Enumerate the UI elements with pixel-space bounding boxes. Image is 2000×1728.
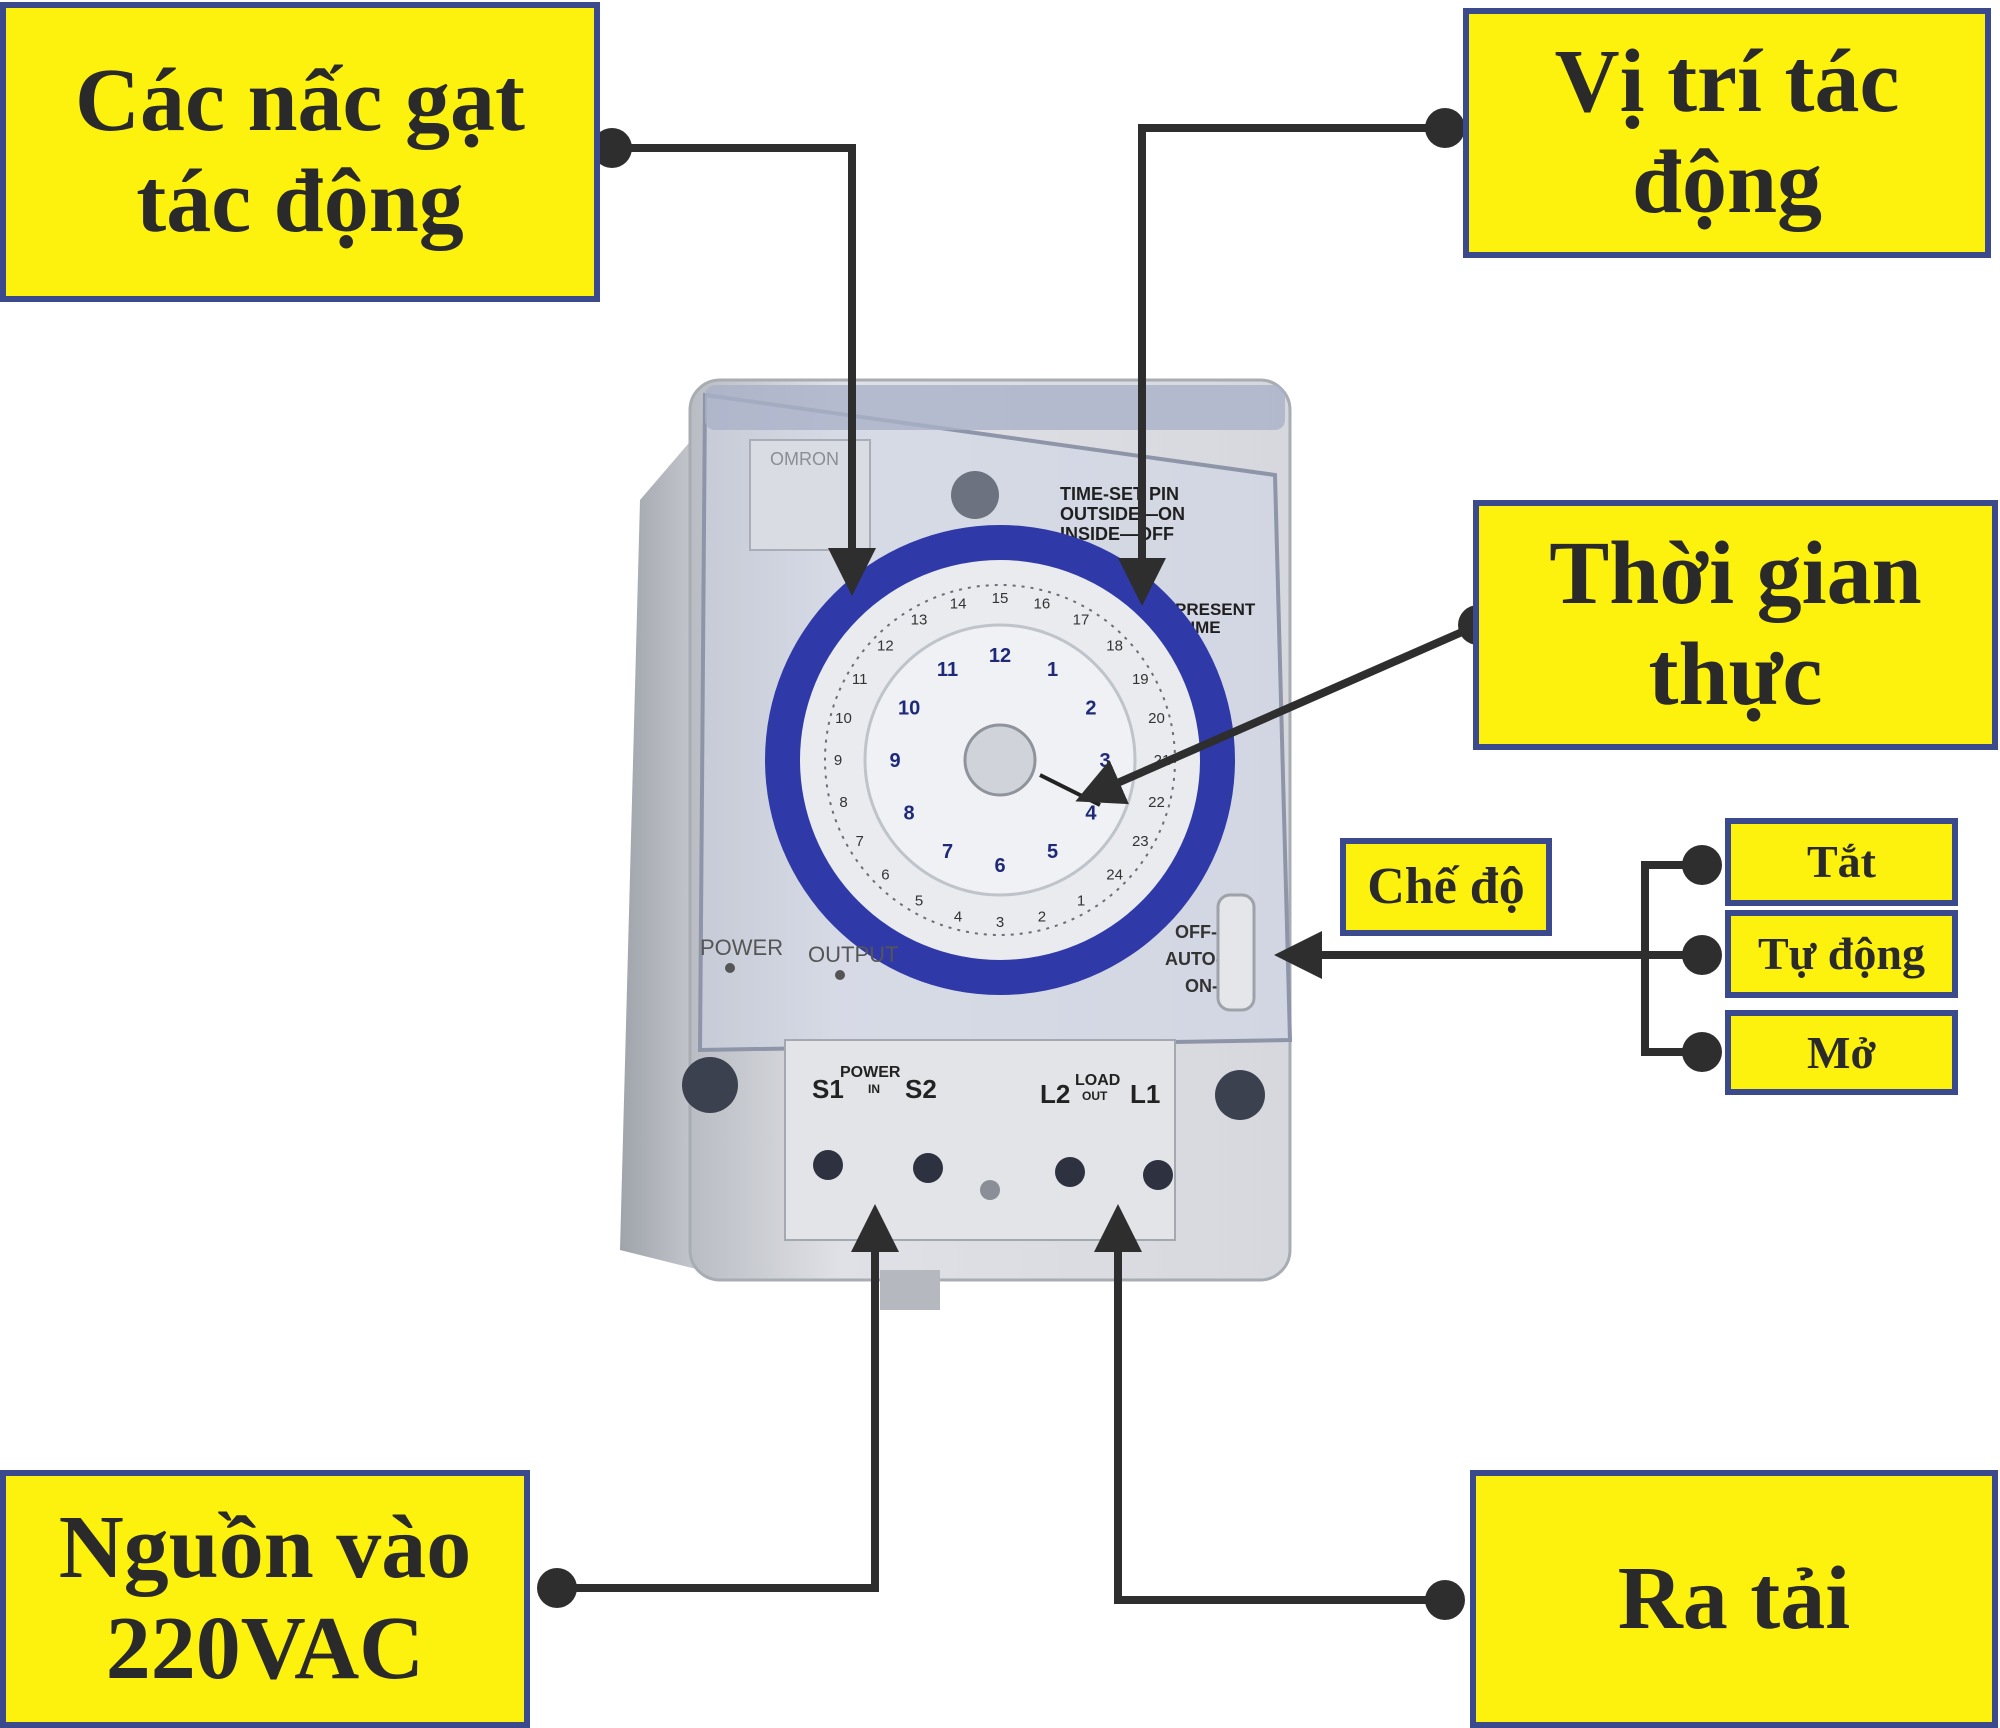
outer-number-3: 3	[996, 914, 1004, 931]
label-load-output: Ra tải	[1470, 1470, 1998, 1728]
outer-number-10: 10	[835, 710, 852, 727]
label-cam-levers-text: Các nấc gạt tác động	[75, 51, 525, 251]
outer-number-2: 2	[1038, 909, 1046, 926]
inner-number-2: 2	[1085, 698, 1096, 720]
label-on-text: Mở	[1807, 1026, 1876, 1078]
label-auto: Tự động	[1725, 910, 1958, 998]
power-led-label: POWER	[700, 935, 783, 960]
terminal-screw-l1[interactable]	[1143, 1160, 1173, 1190]
label-power-input: Nguồn vào 220VAC	[0, 1470, 530, 1728]
din-clip	[880, 1270, 940, 1310]
inner-number-6: 6	[994, 855, 1005, 877]
inner-number-10: 10	[898, 698, 920, 720]
outer-number-8: 8	[839, 794, 847, 811]
outer-number-20: 20	[1148, 710, 1165, 727]
terminal-power-title: POWER	[840, 1064, 901, 1081]
terminal-screw-l2[interactable]	[1055, 1157, 1085, 1187]
mode-switch-labels: OFF- AUTO- ON-	[1165, 922, 1222, 996]
label-auto-text: Tự động	[1758, 928, 1925, 980]
outer-number-23: 23	[1132, 833, 1149, 850]
dot-auto	[1682, 935, 1722, 975]
present-time-line-1: PRESENT	[1175, 600, 1256, 619]
outer-number-1: 1	[1077, 892, 1085, 909]
terminal-load-sub: OUT	[1082, 1089, 1108, 1103]
outer-number-6: 6	[881, 867, 889, 884]
dial-knob[interactable]	[963, 723, 1037, 797]
label-real-time-text: Thời gian thực	[1549, 524, 1922, 724]
label-actuation-position: Vị trí tác động	[1463, 8, 1991, 258]
outer-number-4: 4	[954, 909, 962, 926]
switch-auto-label: AUTO-	[1165, 949, 1222, 969]
dot-actuation-position	[1425, 108, 1465, 148]
label-off-text: Tắt	[1807, 836, 1876, 888]
output-led-label: OUTPUT	[808, 942, 898, 967]
outer-number-15: 15	[992, 590, 1009, 607]
connector-power-input	[557, 1204, 899, 1592]
dot-power-input	[537, 1568, 577, 1608]
outer-number-7: 7	[856, 833, 864, 850]
label-power-input-text: Nguồn vào 220VAC	[58, 1498, 472, 1698]
brand-label: OMRON	[770, 449, 839, 469]
inner-number-5: 5	[1047, 841, 1058, 863]
outer-number-16: 16	[1034, 596, 1051, 613]
outer-number-22: 22	[1148, 794, 1165, 811]
connector-actuation-position	[1118, 124, 1445, 606]
label-mode: Chế độ	[1340, 838, 1552, 936]
outer-number-18: 18	[1106, 637, 1123, 654]
terminal-s2: S2	[905, 1074, 937, 1104]
inner-number-11: 11	[937, 659, 958, 681]
dot-load-output	[1425, 1580, 1465, 1620]
terminal-center-hole	[980, 1180, 1000, 1200]
inner-number-12: 12	[989, 645, 1011, 667]
outer-number-11: 11	[852, 671, 868, 688]
top-screw-hole	[951, 471, 999, 519]
outer-number-12: 12	[877, 637, 894, 654]
housing-side	[620, 430, 700, 1270]
outer-number-24: 24	[1106, 867, 1123, 884]
mode-switch[interactable]	[1216, 893, 1256, 1012]
pin-legend-line-2: OUTSIDE—ON	[1060, 504, 1185, 524]
dot-off	[1682, 845, 1722, 885]
outer-number-17: 17	[1073, 612, 1090, 629]
inner-number-9: 9	[889, 750, 900, 772]
terminal-power-sub: IN	[868, 1082, 880, 1096]
switch-on-label: ON-	[1185, 976, 1218, 996]
outer-number-9: 9	[834, 752, 842, 769]
connector-cam-levers	[612, 144, 876, 596]
terminal-screw-s1[interactable]	[813, 1150, 843, 1180]
label-real-time: Thời gian thực	[1473, 500, 1998, 750]
switch-off-label: OFF-	[1175, 922, 1217, 942]
terminal-l2: L2	[1040, 1079, 1070, 1109]
label-off: Tắt	[1725, 818, 1958, 906]
inner-number-8: 8	[904, 803, 915, 825]
outer-number-14: 14	[950, 596, 967, 613]
inner-number-4: 4	[1085, 803, 1097, 825]
inner-number-7: 7	[942, 841, 953, 863]
label-cam-levers: Các nấc gạt tác động	[0, 2, 600, 302]
mount-hole-right	[1215, 1070, 1265, 1120]
connector-real-time	[1075, 621, 1480, 805]
label-mode-text: Chế độ	[1367, 857, 1525, 915]
output-led	[835, 970, 845, 980]
label-on: Mở	[1725, 1010, 1958, 1095]
terminal-screw-s2[interactable]	[913, 1153, 943, 1183]
terminal-l1: L1	[1130, 1079, 1160, 1109]
outer-number-19: 19	[1132, 671, 1149, 688]
outer-number-5: 5	[915, 892, 923, 909]
pin-legend-line-1: TIME-SET PIN	[1060, 484, 1179, 504]
label-load-output-text: Ra tải	[1617, 1548, 1851, 1648]
inner-number-1: 1	[1047, 659, 1058, 681]
outer-number-13: 13	[911, 612, 928, 629]
label-actuation-position-text: Vị trí tác động	[1554, 32, 1900, 232]
connector-load-output	[1094, 1204, 1445, 1604]
dot-on	[1682, 1032, 1722, 1072]
terminal-s1: S1	[812, 1074, 844, 1104]
dot-cam-levers	[592, 128, 632, 168]
terminal-load-title: LOAD	[1075, 1072, 1120, 1089]
power-led	[725, 963, 735, 973]
mount-hole-left	[682, 1057, 738, 1113]
